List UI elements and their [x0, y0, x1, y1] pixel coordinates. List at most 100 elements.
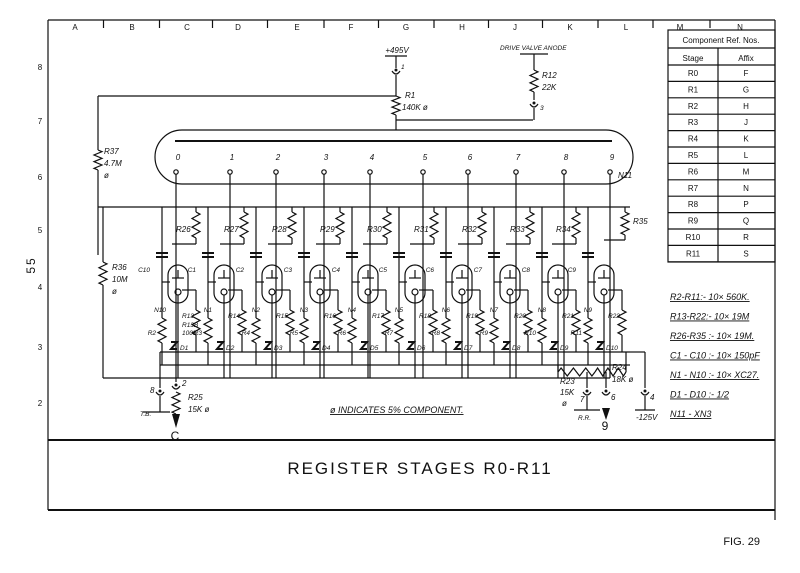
diode-label: D10 [606, 345, 618, 352]
grid-resistor [616, 309, 628, 336]
cathode-resistor [440, 317, 452, 344]
cathode-pin [561, 169, 567, 175]
table-cell: R [743, 233, 749, 242]
diode-icon [262, 341, 274, 350]
top-resistor-label: R29 [320, 225, 335, 234]
r12-value: 22K [541, 83, 557, 92]
cathode-resistor [250, 317, 262, 344]
tube-label: N10 [154, 307, 166, 314]
table-cell: R5 [688, 151, 699, 160]
grid-resistor [380, 309, 392, 336]
socket-1-icon [391, 70, 401, 75]
table-header: Stage [683, 54, 704, 63]
capacitor-label: C5 [379, 267, 388, 274]
r24-label: R24 [612, 363, 627, 372]
diode-label: D2 [226, 345, 235, 352]
r25-resistor [170, 391, 182, 415]
cathode-resistor-label: R8 [432, 330, 441, 337]
cathode-resistor [536, 317, 548, 344]
diode-icon [452, 341, 464, 350]
grid-row-label: 7 [38, 117, 43, 126]
capacitor-label: C4 [332, 267, 341, 274]
top-resistor-label: R26 [176, 225, 191, 234]
output-arrow-icon [172, 414, 180, 428]
r1-value: 140K ø [402, 103, 428, 112]
cathode-resistor-label: R5 [290, 330, 299, 337]
grid-column-label: A [72, 23, 78, 32]
r37-resistor [92, 149, 104, 171]
grid-resistor [427, 309, 439, 336]
main-tube-label: N11 [618, 171, 632, 180]
top-resistor-label: R27 [224, 225, 239, 234]
grid-column-label: J [513, 23, 517, 32]
grid-row-label: 2 [38, 399, 43, 408]
capacitor-label: C1 [188, 267, 197, 274]
top-resistor [286, 211, 298, 239]
diode-label: D4 [322, 345, 331, 352]
diode-label: D1 [180, 345, 189, 352]
r12-label: R12 [542, 71, 557, 80]
cathode-label: 7 [516, 153, 521, 162]
table-cell: R4 [688, 135, 699, 144]
socket-4-icon-dot [643, 389, 647, 393]
tb-label: T.B. [140, 411, 152, 418]
capacitor-label: C3 [284, 267, 293, 274]
output-c-label: C [171, 429, 182, 443]
pin-label: 3 [540, 105, 544, 112]
socket-6-icon [601, 391, 611, 396]
top-resistor-label: R31 [414, 225, 429, 234]
r36-label: R36 [112, 263, 127, 272]
grid-column-label: F [349, 23, 354, 32]
grid-resistor-label: R20 [514, 313, 526, 320]
grid-resistor [236, 309, 248, 336]
cathode-label: 9 [610, 153, 615, 162]
cathode-resistor-label: R6 [338, 330, 347, 337]
socket-2-icon [171, 385, 181, 390]
diode-icon [500, 341, 512, 350]
top-resistor-label: R28 [272, 225, 287, 234]
component-note: R2-R11:- 10× 560K. [670, 292, 750, 302]
cathode-pin [227, 169, 233, 175]
cathode-resistor [488, 317, 500, 344]
r35-label: R35 [633, 217, 648, 226]
diode-label: D5 [370, 345, 379, 352]
cathode-label: 1 [230, 153, 234, 162]
tube-cathode [600, 288, 608, 296]
pin-label: 4 [650, 393, 655, 402]
socket-8-icon [155, 391, 165, 396]
table-cell: R3 [688, 118, 699, 127]
cathode-pin [173, 169, 179, 175]
tube-cathode [268, 288, 276, 296]
pin-label: 8 [150, 386, 155, 395]
grid-row-label: 8 [38, 63, 43, 72]
grid-row-label: 6 [38, 173, 43, 182]
r23-resistor [557, 367, 596, 377]
cathode-resistor [582, 317, 594, 344]
socket-7-icon-dot [585, 389, 589, 393]
socket-7-icon [582, 391, 592, 396]
cathode-resistor-label: R9 [480, 330, 489, 337]
top-resistor [238, 211, 250, 239]
top-resistor-label: R30 [367, 225, 382, 234]
grid-resistor [474, 309, 486, 336]
output-arrow-icon [602, 408, 610, 420]
grid-column-label: H [459, 23, 465, 32]
component-note: C1 - C10 :- 10× 150pF [670, 351, 760, 361]
diode-icon [168, 341, 180, 350]
grid-resistor [190, 309, 202, 336]
component-note: R13-R22:- 10× 19M [670, 312, 750, 322]
hv-supply-label: +495V [385, 46, 409, 55]
diode-label: D3 [274, 345, 283, 352]
pin-label: 2 [181, 379, 187, 388]
r12-resistor [528, 69, 540, 93]
cathode-label: 0 [176, 153, 181, 162]
table-cell: P [743, 200, 748, 209]
grid-column-label: C [184, 23, 190, 32]
diode-label: D7 [464, 345, 473, 352]
diode-icon [405, 341, 417, 350]
cathode-resistor-label: R7 [385, 330, 394, 337]
tube-cathode [506, 288, 514, 296]
negative-supply-label: -125V [636, 413, 658, 422]
table-cell: R1 [688, 85, 699, 94]
